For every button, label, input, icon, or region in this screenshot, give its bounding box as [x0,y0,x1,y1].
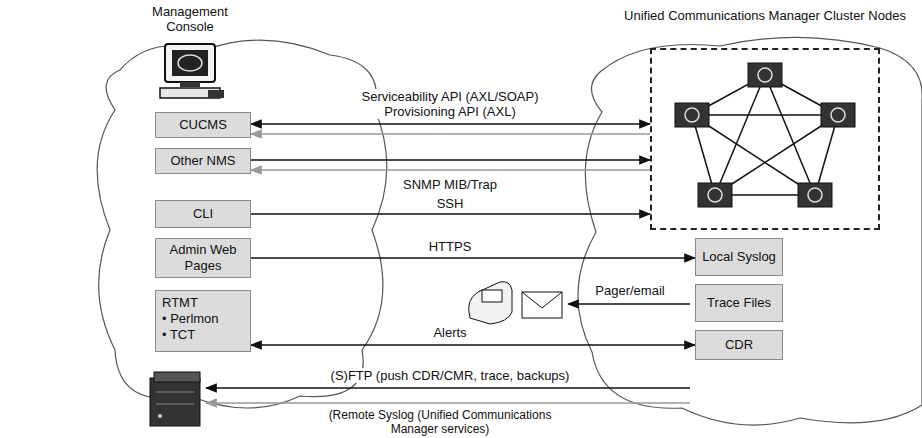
envelope-icon [522,292,562,318]
rtmt-box: RTMT• Perlmon• TCT [155,290,251,352]
syslog-box: Local Syslog [695,238,783,276]
arrow-label: (S)FTP (push CDR/CMR, trace, backups) [328,368,573,383]
sftp-arrow [206,387,690,389]
cucms-box: CUCMS [155,112,251,138]
node-title: Trace Files [707,295,771,311]
network-cloud [97,40,387,408]
admin-box: Admin Web Pages [155,238,251,278]
pager-icon [469,282,512,324]
node-title: CDR [725,337,753,353]
server-icon [798,183,832,207]
device-caption: Management Console [132,4,248,34]
edge-label: SNMP MIB/Trap [400,177,500,192]
connector-arrow [251,257,695,259]
node-title: Local Syslog [702,249,776,265]
server-logo [808,188,822,202]
server-icon [748,63,782,87]
network-cloud [578,37,922,425]
node-item: • Perlmon [162,311,219,327]
cli-box: CLI [155,200,251,228]
node-title: CUCMS [179,117,227,133]
syslog-arrow [206,402,690,404]
node-title: Admin Web Pages [162,242,244,274]
connector-arrow [251,344,695,346]
cdr-box: CDR [695,330,783,360]
nms-box: Other NMS [155,148,251,174]
cluster-group: Unified Communications Manager Cluster N… [650,48,880,230]
node-title: CLI [193,206,213,222]
server-logo [758,68,772,82]
cluster-mesh [692,75,838,195]
node-item: • TCT [162,327,195,343]
connector-arrow [251,213,650,215]
server-icon [698,183,732,207]
server-icon [821,103,855,127]
arrow-label: Pager/email [592,283,667,298]
connector-arrow [251,133,650,135]
node-title: Other NMS [170,153,235,169]
computer-icon [160,44,224,98]
trace-box: Trace Files [695,284,783,322]
pager-arrow [568,303,690,305]
server-logo [685,108,699,122]
server-logo [831,108,845,122]
server-icon [675,103,709,127]
connector-arrow [251,123,650,125]
connector-arrow [251,169,650,171]
server-logo [708,188,722,202]
node-title: RTMT [162,295,198,311]
arrow-label: (Remote Syslog (Unified Communications M… [320,408,561,436]
edge-label: Serviceability API (AXL/SOAP) Provisioni… [347,89,553,119]
node-title: Unified Communications Manager Cluster N… [622,8,908,24]
connector-arrow [251,159,650,161]
server-icon [150,372,200,426]
cluster-servers [675,63,855,207]
edge-label: HTTPS [426,239,475,254]
edge-label: SSH [434,196,467,211]
edge-label: Alerts [430,325,469,340]
